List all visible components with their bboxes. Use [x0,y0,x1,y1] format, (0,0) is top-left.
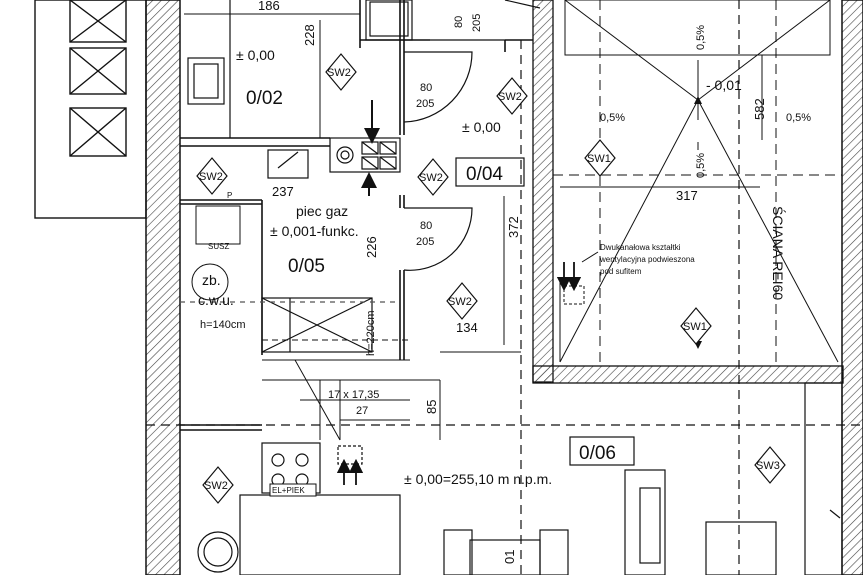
room-0206: 0/06 [579,443,616,464]
duct-label-2: wentylacyjna podwieszona [599,255,695,264]
dim-80-a: 80 [453,16,465,28]
slope-2: 0,5% [600,112,625,124]
level-0205: ± 0,001-funkc. [270,223,359,239]
sw2-tag-5: SW2 [448,296,472,308]
level-0202: ± 0,00 [236,47,275,63]
duct-label-1: Dwukanałowa kształtki [600,243,681,252]
dim-205-a: 205 [471,14,483,32]
dashed-lines [146,0,863,575]
interior-walls [180,0,533,431]
slope-3: 0,5% [786,112,811,124]
dim-372: 372 [506,216,521,238]
h220-label: h=220cm [365,310,377,356]
dim-134: 134 [456,320,478,335]
dim-01: 01 [502,550,517,564]
sw2-tag-4: SW2 [199,171,223,183]
dim-80-c: 80 [420,220,432,232]
room-0205: 0/05 [288,256,325,277]
slope-lines [553,0,842,366]
ventilation-block [267,100,401,196]
sw2p-sub: P [227,191,232,200]
slope-1: 0,5% [695,25,707,50]
kitchen-fixtures [187,0,413,138]
duct-label-3: pod sufitem [600,267,642,276]
walls [145,0,863,575]
zb-label-2: c.w.u. [198,292,234,308]
dim-186: 186 [258,0,280,13]
slope-4: 0,5% [695,153,707,178]
stairs [262,339,410,441]
susz-label: SUSZ [208,242,229,251]
exterior-boxes [34,0,147,219]
dim-205-c: 205 [416,236,434,248]
living-furniture [197,382,843,575]
dim-226: 226 [364,236,379,258]
dim-582: 582 [752,98,767,120]
level-0206: ± 0,00=255,10 m n.p.m. [404,471,552,487]
dim-80-b: 80 [420,82,432,94]
sw-badges [196,53,786,504]
stairs-label-2: 27 [356,405,368,417]
level-minus: - 0,01 [706,77,742,93]
room-0202: 0/02 [246,88,283,109]
sw2-tag-6: SW2 [204,480,228,492]
dim-85: 85 [424,400,439,414]
zb-label-3: h=140cm [200,319,246,331]
storage-box [261,297,373,353]
dim-317: 317 [676,188,698,203]
piec-gaz-label: piec gaz [296,203,348,219]
room-0204: 0/04 [466,164,503,185]
dim-205-b: 205 [416,98,434,110]
dim-228: 228 [302,24,317,46]
sw1-tag-1: SW1 [587,153,611,165]
dimension-lines [184,13,763,440]
level-0204: ± 0,00 [462,119,501,135]
elpiek-label: EL+PIEK [272,486,305,495]
sw2-tag-3: SW2 [419,172,443,184]
sw3-tag: SW3 [756,460,780,472]
sw2-tag-1: SW2 [327,67,351,79]
wall-rating-label: ŚCIANA REI60 [770,206,787,300]
stairs-label-1: 17 x 17,35 [328,389,379,401]
sw2-tag-2: SW2 [498,91,522,103]
zb-label-1: zb. [202,272,221,288]
door-swings [403,0,541,271]
sw1-tag-2: SW1 [683,321,707,333]
dim-237: 237 [272,184,294,199]
